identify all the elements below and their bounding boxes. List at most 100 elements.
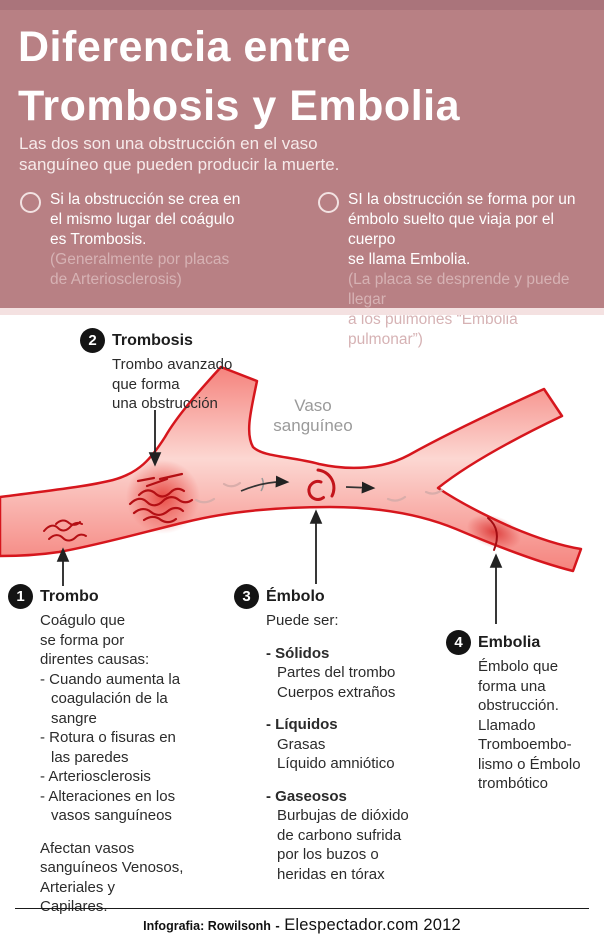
text-line: Líquido amniótico	[277, 755, 395, 772]
annotation-head: 2 Trombosis	[80, 328, 270, 353]
page-subtitle: Las dos son una obstrucción en el vaso sa…	[19, 133, 339, 175]
text-line: heridas en tórax	[277, 865, 385, 883]
text-line: - Sólidos	[266, 644, 330, 662]
text-line: Grasas	[277, 735, 326, 753]
text-line: Puede ser:	[266, 612, 339, 629]
annotation-title: Trombosis	[112, 331, 193, 349]
bullet-circle-icon	[20, 192, 41, 213]
text-line: (Generalmente por placas	[50, 251, 230, 268]
annotation-trombo: 1 Trombo Coágulo que se forma por direntes…	[8, 584, 218, 917]
number-badge: 2	[80, 328, 105, 353]
thrombosis-blush	[126, 460, 200, 534]
text-line: SI la obstrucción se forma por un	[348, 191, 576, 208]
text-line: Coágulo que	[40, 612, 126, 629]
embolism-spot	[466, 514, 522, 550]
bullet-text: Si la obstrucción se crea en el mismo lug…	[50, 190, 298, 250]
annotation-title: Émbolo	[266, 587, 325, 605]
number-badge: 3	[234, 584, 259, 609]
text-line: lismo o Émbolo	[478, 755, 581, 773]
text-line: Tromboembo-	[478, 736, 572, 753]
text-line: se forma por	[40, 631, 125, 649]
text-line: (La placa se desprende y puede llegar	[348, 271, 570, 308]
text-line: sanguíneo	[273, 416, 353, 435]
text-line: a los pulmones “Embolia pulmonar”)	[348, 311, 518, 348]
footer-source: Elespectador.com 2012	[284, 916, 461, 934]
text-line: las paredes	[51, 748, 129, 766]
text-line: Burbujas de dióxido	[277, 807, 409, 824]
annotation-title: Trombo	[40, 587, 99, 605]
title-line-2: Trombosis y Embolia	[18, 82, 460, 130]
text-line: sanguíneo que pueden producir la muerte.	[19, 155, 340, 174]
footer-dash: -	[275, 918, 280, 933]
text-line: Si la obstrucción se crea en	[50, 191, 241, 208]
text-line: el mismo lugar del coágulo	[50, 211, 235, 228]
text-line: una obstrucción	[112, 395, 218, 412]
text-line: - Gaseosos	[266, 787, 347, 805]
flow-arrows	[240, 475, 376, 494]
page-title: Diferencia entre Trombosis y Embolia	[18, 18, 460, 136]
text-line: Capilares.	[40, 898, 108, 915]
footer-divider	[15, 908, 589, 909]
text-line: coagulación de la	[51, 690, 168, 707]
text-line: - Rotura o fisuras en	[40, 729, 176, 746]
text-line: Partes del trombo	[277, 664, 396, 681]
footer: Infografia: Rowilsonh - Elespectador.com…	[0, 916, 604, 935]
annotation-title: Embolia	[478, 633, 541, 651]
embolism-curve	[487, 517, 498, 551]
number-badge: 4	[446, 630, 471, 655]
text-line: de carbono sufrida	[277, 826, 402, 844]
text-line: - Arteriosclerosis	[40, 768, 151, 785]
text-line: forma una	[478, 677, 546, 695]
text-line: direntes causas:	[40, 651, 150, 668]
annotation-head: 4 Embolia	[446, 630, 596, 655]
text-line: sangre	[51, 709, 97, 727]
text-line: - Líquidos	[266, 716, 338, 733]
header-bottom-strip	[0, 308, 604, 315]
footer-credit: Infografia: Rowilsonh	[143, 919, 271, 933]
embolus-icon	[307, 468, 336, 501]
thrombus-marks-large	[128, 472, 194, 524]
text-line: émbolo suelto que viaja por el cuerpo	[348, 211, 554, 248]
text-line: Trombo avanzado	[112, 356, 233, 373]
text-line: de Arteriosclerosis)	[50, 271, 182, 288]
bullet-trombosis-definition: Si la obstrucción se crea en el mismo lug…	[20, 190, 298, 350]
text-line: Afectan vasos	[40, 839, 135, 857]
annotation-embolia: 4 Embolia Émbolo que forma una obstrucción…	[446, 630, 596, 794]
number-badge: 1	[8, 584, 33, 609]
text-line: se llama Embolia.	[348, 251, 471, 268]
text-line: trombótico	[478, 775, 549, 792]
bullet-text: SI la obstrucción se forma por un émbolo …	[348, 190, 594, 270]
flow-marks	[194, 481, 444, 504]
title-line-1: Diferencia entre	[18, 23, 352, 71]
annotation-trombosis: 2 Trombosis Trombo avanzado que forma una …	[80, 328, 270, 414]
annotation-head: 3 Émbolo	[234, 584, 434, 609]
annotation-body: Coágulo que se forma por direntes causas: -…	[40, 611, 218, 917]
text-line: por los buzos o	[277, 846, 379, 863]
text-line: Cuerpos extraños	[277, 683, 396, 701]
flow-tick	[260, 477, 265, 492]
text-line: que forma	[112, 375, 180, 393]
text-line: - Alteraciones en los	[40, 787, 176, 805]
bullet-embolia-definition: SI la obstrucción se forma por un émbolo …	[318, 190, 594, 350]
text-line: sanguíneos Venosos,	[40, 859, 184, 876]
text-line: - Cuando aumenta la	[40, 670, 181, 688]
text-line: Vaso	[294, 396, 332, 415]
header-section: Diferencia entre Trombosis y Embolia Las…	[0, 0, 604, 348]
bullet-circle-icon	[318, 192, 339, 213]
text-line: es Trombosis.	[50, 231, 147, 248]
text-line: Arteriales y	[40, 878, 116, 896]
text-line: vasos sanguíneos	[51, 807, 172, 824]
text-line: Las dos son una obstrucción en el vaso	[19, 134, 318, 153]
text-line: Émbolo que	[478, 658, 559, 675]
bullet-note: (Generalmente por placas de Arteriosclero…	[50, 250, 298, 290]
annotation-body: Trombo avanzado que forma una obstrucción	[112, 355, 270, 414]
thrombus-marks-small	[43, 519, 87, 542]
text-line: obstrucción.	[478, 697, 559, 714]
annotation-head: 1 Trombo	[8, 584, 218, 609]
